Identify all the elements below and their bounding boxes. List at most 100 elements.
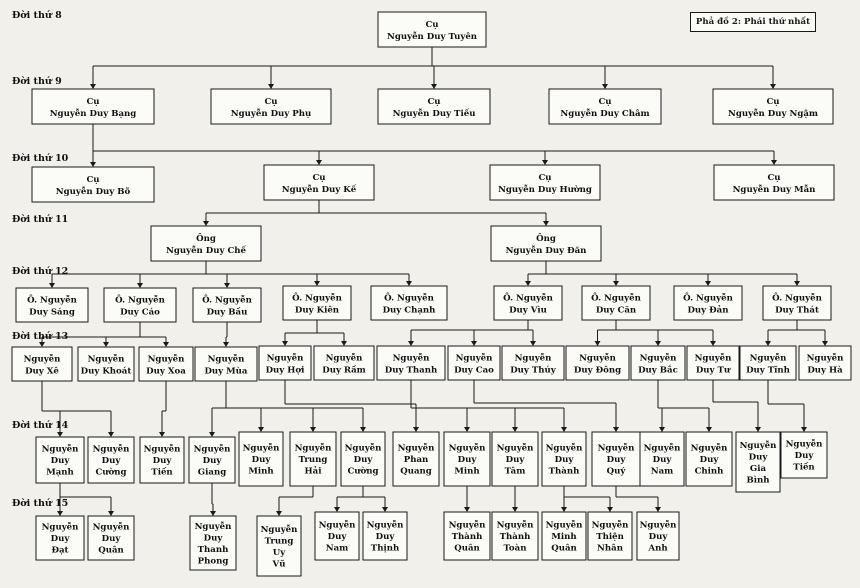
person-name-line: Nguyễn <box>93 443 131 455</box>
person-name-line: Nguyễn Duy Mẫn <box>733 183 817 195</box>
person-name-line: Nguyễn Duy Kế <box>282 183 357 195</box>
person-name-line: Nguyễn <box>194 443 232 455</box>
arrow-head-icon <box>755 427 761 432</box>
box-frame <box>780 431 828 479</box>
person-name-line: Duy <box>252 455 272 465</box>
person-name-line: Duy <box>51 456 71 466</box>
box-frame <box>630 345 686 381</box>
arrow-head-icon <box>223 342 229 347</box>
person-name-line: Tâm <box>505 466 526 477</box>
arrow-head-icon <box>406 281 412 286</box>
legend-box: Phả đồ 2: Phái thứ nhất <box>690 12 816 32</box>
person-name-line: Ông <box>536 232 556 244</box>
person-name-line: Duy Đản <box>687 304 729 315</box>
person-name-line: Nguyễn <box>267 351 305 363</box>
person-name-line: Nguyễn <box>88 352 126 364</box>
person-name-line: Cụ <box>425 20 438 30</box>
person-name-line: Cụ <box>766 97 779 107</box>
person-name-line: Duy Bầu <box>207 305 248 317</box>
person-name-line: Nguyễn Duy Ngậm <box>728 107 818 119</box>
arrow-head-icon <box>659 427 665 432</box>
box-frame <box>447 345 501 381</box>
box-frame <box>256 515 302 577</box>
person-name-line: Nguyễn <box>695 351 733 363</box>
arrow-head-icon <box>203 221 209 226</box>
person-name-line: Nguyễn <box>750 351 788 363</box>
box-frame <box>491 511 539 561</box>
arrow-head-icon <box>90 162 96 167</box>
arrow-head-icon <box>360 427 366 432</box>
person-name-line: Nguyễn <box>398 442 436 454</box>
person-name-line: Duy <box>458 455 478 465</box>
person-name-line: Nguyễn <box>261 523 299 535</box>
box-frame <box>392 431 440 487</box>
person-name-line: Duy <box>749 452 769 462</box>
box-frame <box>103 287 177 323</box>
box-frame <box>314 511 360 561</box>
person-name-line: Duy Cáo <box>120 306 160 317</box>
person-name-line: Nguyễn <box>144 443 182 455</box>
arrow-head-icon <box>39 342 45 347</box>
arrow-head-icon <box>822 341 828 346</box>
person-name-line: Nguyễn Duy Đăn <box>506 244 588 256</box>
box-frame <box>489 164 601 201</box>
arrow-head-icon <box>413 427 419 432</box>
box-frame <box>376 345 446 381</box>
arrow-head-icon <box>49 283 55 288</box>
person-name-line: Cụ <box>598 97 611 107</box>
person-name-line: Cụ <box>86 97 99 107</box>
box-frame <box>377 88 491 125</box>
person-name-line: Nguyễn <box>319 519 357 531</box>
box-frame <box>289 431 337 487</box>
box-frame <box>491 431 539 487</box>
arrow-head-icon <box>530 341 536 346</box>
person-name-line: Duy Xoa <box>146 366 186 376</box>
person-name-line: Duy <box>51 534 71 544</box>
box-frame <box>639 431 685 487</box>
person-name-line: Ô. Nguyễn <box>202 293 253 305</box>
box-frame <box>362 511 408 561</box>
arrow-head-icon <box>258 427 264 432</box>
box-frame <box>192 287 262 323</box>
arrow-head-icon <box>431 84 437 89</box>
person-name-line: Tiến <box>151 466 173 478</box>
person-name-line: Giang <box>198 468 226 478</box>
person-name-line: Nguyễn Duy Phụ <box>231 107 311 119</box>
person-name-line: Duy <box>102 534 122 544</box>
person-name-line: Cường <box>347 466 378 477</box>
box-frame <box>587 511 633 561</box>
box-frame <box>87 436 135 484</box>
person-name-line: Duy Bắc <box>638 363 678 375</box>
person-name-line: Nguyễn <box>449 442 487 454</box>
arrow-head-icon <box>710 341 716 346</box>
box-frame <box>189 515 237 571</box>
person-name-line: Duy <box>506 455 526 465</box>
arrow-head-icon <box>602 84 608 89</box>
arrow-head-icon <box>314 281 320 286</box>
box-frame <box>263 164 375 201</box>
person-name-line: Nguyễn <box>640 351 678 363</box>
person-name-line: Quý <box>607 466 627 477</box>
person-name-line: Nguyễn Duy Bõ <box>56 185 131 197</box>
box-frame <box>673 285 743 321</box>
person-name-line: Duy <box>376 532 396 542</box>
person-name-line: Nguyễn <box>42 443 80 455</box>
box-frame <box>377 11 487 48</box>
arrow-head-icon <box>613 281 619 286</box>
person-name-line: Nguyễn <box>598 442 636 454</box>
person-name-line: Minh <box>551 532 577 542</box>
person-name-line: Duy Đông <box>574 364 621 375</box>
person-name-line: Cụ <box>312 173 325 183</box>
